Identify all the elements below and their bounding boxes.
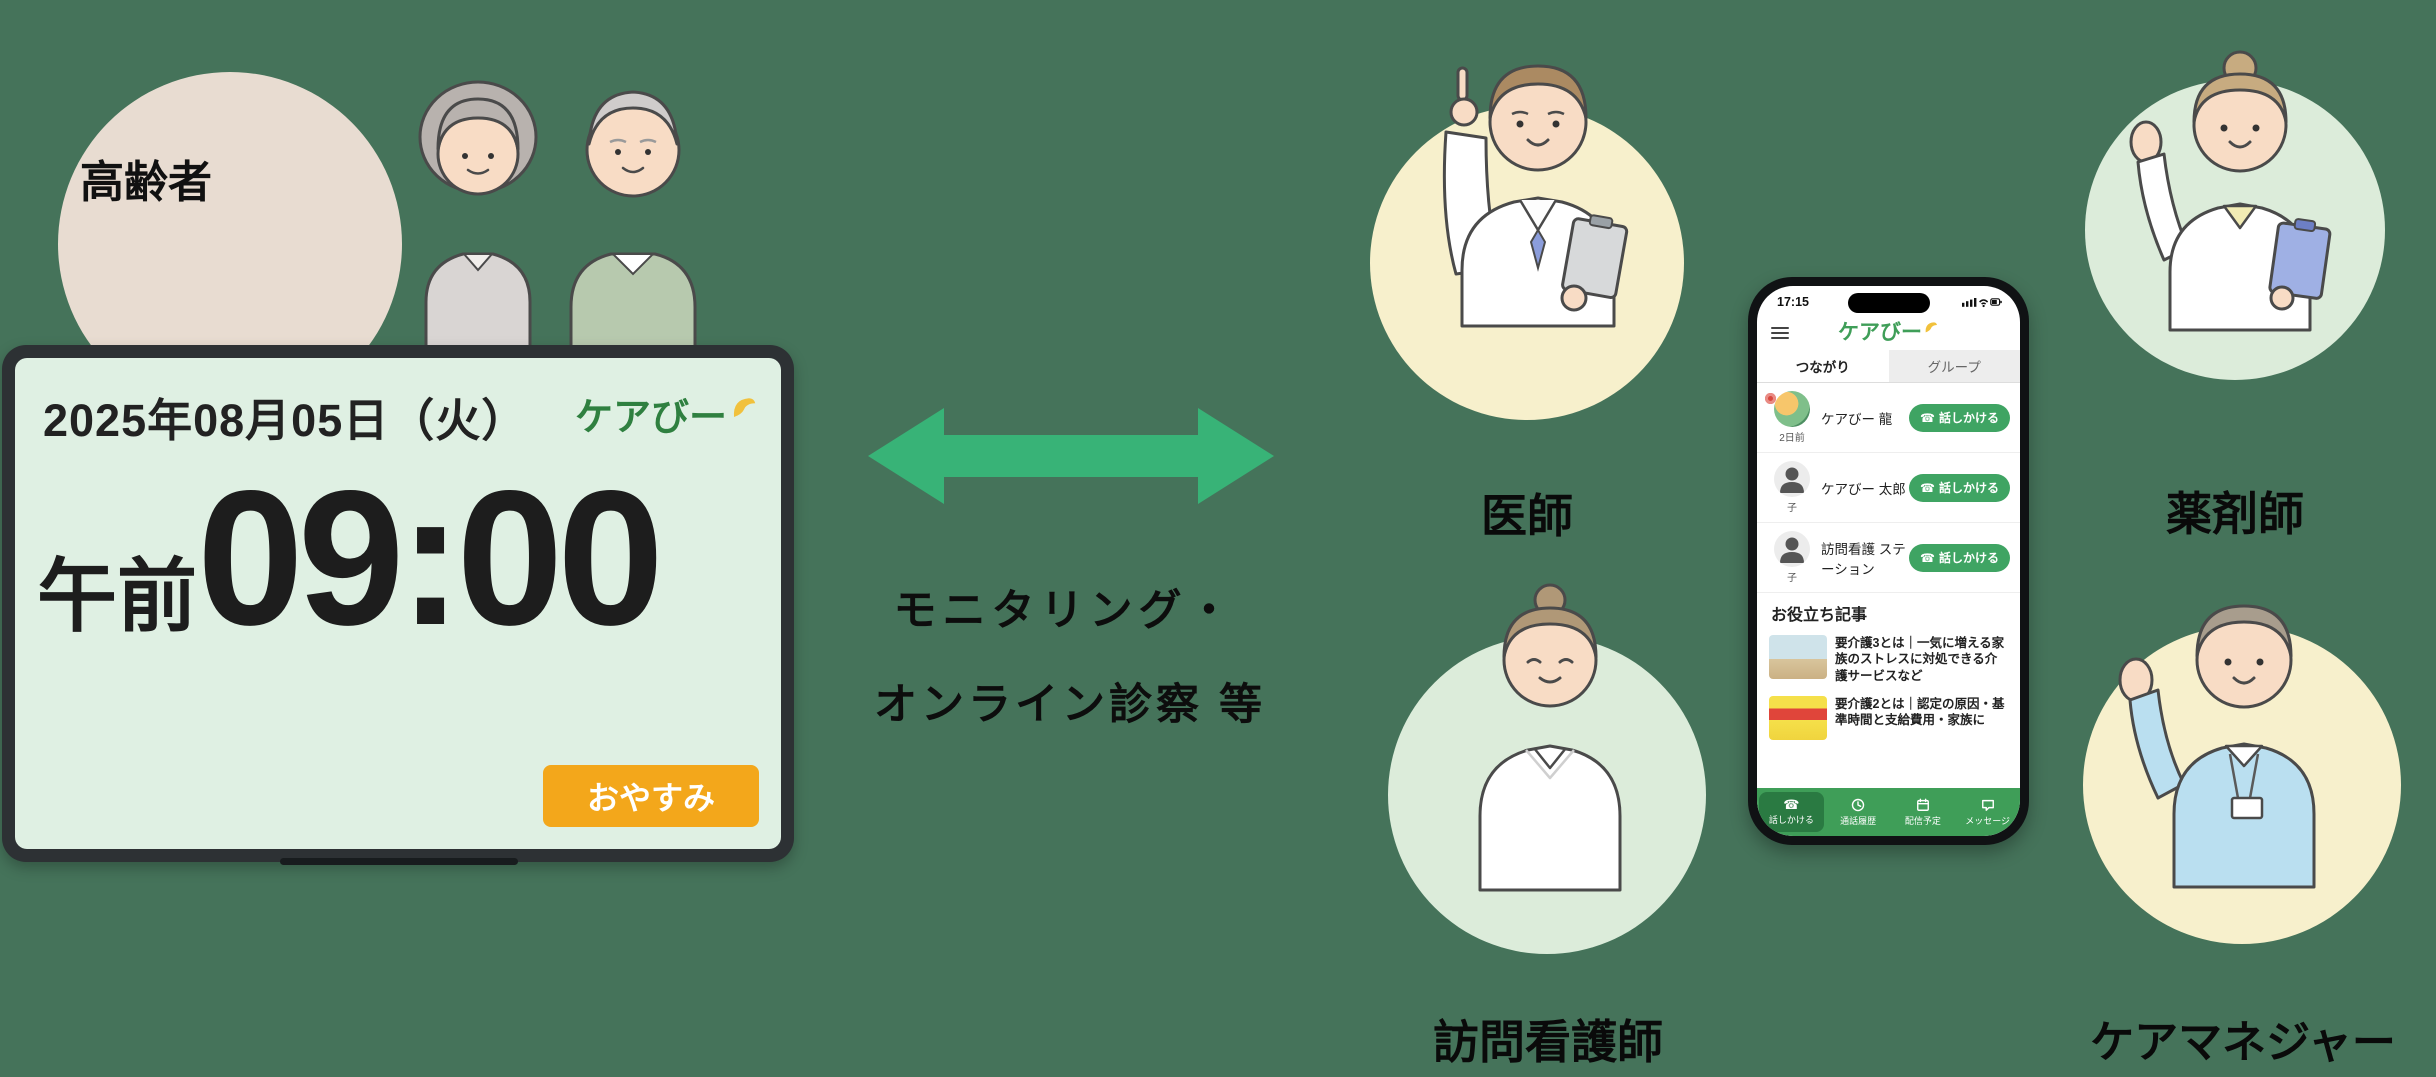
- contact-avatar: [1774, 391, 1810, 427]
- tab-connections[interactable]: つながり: [1757, 350, 1889, 382]
- article-item[interactable]: 要介護3とは｜一気に増える家族のストレスに対処できる介護サービスなど: [1757, 629, 2020, 690]
- contact-name: 訪問看護 ステーション: [1821, 541, 1906, 577]
- tablet-time: 午前 09:00: [37, 450, 664, 665]
- nav-messages[interactable]: メッセージ: [1955, 788, 2020, 836]
- contact-avatar: [1774, 461, 1810, 497]
- call-button-label: 話しかける: [1938, 551, 1999, 565]
- nav-label: メッセージ: [1965, 815, 2011, 826]
- call-button[interactable]: ☎ 話しかける: [1909, 473, 2010, 502]
- contact-row: 2日前 ケアびー 龍 ☎ 話しかける: [1757, 383, 2020, 453]
- phone-icon: ☎: [1920, 410, 1935, 425]
- goodnight-button[interactable]: おやすみ: [543, 765, 759, 827]
- dynamic-island: [1847, 293, 1930, 313]
- contact-avatar: [1774, 531, 1810, 567]
- menu-icon[interactable]: [1771, 324, 1789, 342]
- brand-swoosh-icon: [733, 397, 756, 417]
- tablet-time-period: 午前: [37, 552, 197, 641]
- center-caption-line1: モニタリング・: [893, 587, 1237, 635]
- person-icon: [1780, 467, 1804, 493]
- calendar-icon: [1916, 798, 1929, 811]
- article-title: 要介護2とは｜認定の原因・基準時間と支給費用・家族に: [1835, 696, 2005, 727]
- tablet-date: 2025年08月05日（火）: [43, 395, 528, 446]
- pharmacist-illustration: [2129, 50, 2332, 332]
- nav-label: 通話履歴: [1840, 815, 1877, 826]
- contact-avatar-wrap: 子: [1769, 461, 1815, 514]
- pharmacist-label: 薬剤師: [2166, 488, 2304, 540]
- tablet-device: 2025年08月05日（火） ケアびー 午前 09:00 おやすみ: [2, 345, 794, 862]
- bidirectional-arrow: [868, 408, 1274, 504]
- contact-subtext: 2日前: [1779, 433, 1805, 444]
- call-button[interactable]: ☎ 話しかける: [1909, 543, 2010, 572]
- tablet-screen: 2025年08月05日（火） ケアびー 午前 09:00 おやすみ: [15, 358, 781, 849]
- status-bar: 17:15: [1757, 286, 2020, 312]
- phone-screen: 17:15 ケアびー: [1757, 286, 2020, 836]
- status-icons: [1962, 298, 2002, 308]
- elderly-couple-illustration: [418, 80, 697, 352]
- nav-talk[interactable]: ☎ 話しかける: [1759, 792, 1824, 832]
- bottom-nav: ☎ 話しかける 通話履歴 配信予定: [1757, 788, 2020, 836]
- nurse-illustration: [1478, 583, 1622, 892]
- article-thumbnail: [1769, 695, 1827, 740]
- elderly-label: 高齢者: [80, 158, 212, 207]
- contact-row: 子 ケアびー 太郎 ☎ 話しかける: [1757, 453, 2020, 523]
- article-thumbnail: [1769, 635, 1827, 679]
- tab-groups[interactable]: グループ: [1927, 360, 1981, 375]
- contact-name: ケアびー 龍: [1821, 411, 1893, 427]
- call-button-label: 話しかける: [1938, 411, 1999, 425]
- tablet-bottom-bar: [280, 858, 518, 865]
- center-caption-line2: オンライン診察 等: [874, 681, 1266, 729]
- care-manager-illustration: [2118, 604, 2316, 889]
- tab-bar: つながり グループ: [1757, 350, 2020, 383]
- article-item[interactable]: 要介護2とは｜認定の原因・基準時間と支給費用・家族に: [1757, 690, 2020, 746]
- nav-call-history[interactable]: 通話履歴: [1826, 788, 1891, 836]
- clock-icon: [1851, 798, 1865, 811]
- nurse-label: 訪問看護師: [1433, 1016, 1663, 1068]
- article-title: 要介護3とは｜一気に増える家族のストレスに対処できる介護サービスなど: [1835, 636, 2005, 683]
- tablet-brand-logo: ケアびー: [575, 386, 759, 441]
- phone-icon: ☎: [1920, 480, 1935, 495]
- doctor-illustration: [1442, 64, 1629, 328]
- app-header: ケアびー: [1757, 312, 2020, 350]
- contact-row: 子 訪問看護 ステーション ☎ 話しかける: [1757, 523, 2020, 593]
- flower-badge-icon: [1765, 393, 1776, 404]
- call-button[interactable]: ☎ 話しかける: [1909, 403, 2010, 432]
- app-brand-logo: ケアびー: [1838, 316, 1939, 346]
- nav-schedule[interactable]: 配信予定: [1891, 788, 1956, 836]
- tablet-time-value: 09:00: [197, 450, 664, 665]
- articles-header: お役立ち記事: [1771, 607, 1868, 624]
- contact-avatar-wrap: 子: [1769, 531, 1815, 584]
- person-icon: [1780, 537, 1804, 563]
- doctor-label: 医師: [1481, 490, 1573, 542]
- contact-name: ケアびー 太郎: [1821, 481, 1906, 497]
- nav-label: 配信予定: [1904, 815, 1941, 826]
- status-time: 17:15: [1777, 295, 1809, 309]
- phone-icon: ☎: [1920, 550, 1935, 565]
- message-icon: [1981, 799, 1994, 811]
- phone-icon: ☎: [1783, 797, 1800, 812]
- smartphone-device: 17:15 ケアびー: [1748, 277, 2029, 845]
- nav-label: 話しかける: [1768, 815, 1814, 825]
- call-button-label: 話しかける: [1938, 481, 1999, 495]
- brand-swoosh-icon: [1925, 322, 1937, 333]
- app-brand-text: ケアびー: [1838, 321, 1922, 344]
- contact-subtext: 子: [1787, 503, 1797, 514]
- care-manager-label: ケアマネジャー: [2090, 1018, 2396, 1067]
- contact-subtext: 子: [1787, 573, 1797, 584]
- tablet-brand-text: ケアびー: [574, 397, 727, 439]
- contact-avatar-wrap: 2日前: [1765, 391, 1815, 444]
